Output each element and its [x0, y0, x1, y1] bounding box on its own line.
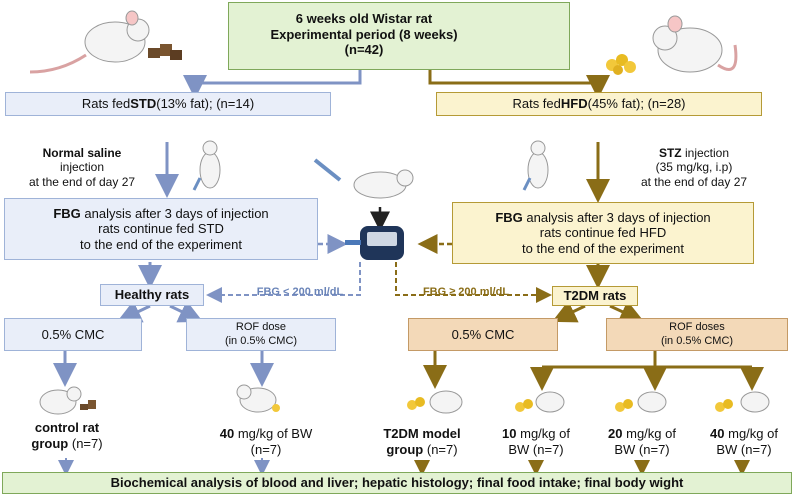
rat-std-icon: [29, 10, 182, 74]
rat-dose10-icon: [515, 391, 565, 413]
bottom-analysis-box: Biochemical analysis of blood and liver;…: [2, 472, 792, 494]
dose40-right-label: 40 mg/kg of BW (n=7): [710, 426, 778, 457]
rat-t2dm-model-icon: [407, 390, 463, 414]
rat-injection-left-icon: [192, 140, 221, 191]
rof-right-box: ROF doses(in 0.5% CMC): [606, 318, 788, 351]
top-line3: (n=42): [344, 42, 384, 58]
syringe-rat-icon: [313, 158, 414, 199]
fbg-high-label: FBG ≥ 200 ml/dL: [422, 286, 510, 298]
rat-dose20-icon: [615, 391, 667, 413]
dose20-label: 20 mg/kg of BW (n=7): [608, 426, 676, 457]
rat-control-icon: [39, 386, 96, 415]
stz-text: STZ injection (35 mg/kg, i.p) at the end…: [640, 146, 748, 189]
rat-injection-right-icon: [522, 140, 549, 191]
top-line2: Experimental period (8 weeks): [270, 26, 458, 42]
arrow-top-to-std: [183, 68, 362, 99]
rof-left-box: ROF dose(in 0.5% CMC): [186, 318, 336, 351]
saline-text: Normal saline injection at the end of da…: [28, 146, 136, 189]
arrow-meter-to-healthy: [206, 262, 361, 303]
fbg-low-label: FBG < 200 ml/dL: [256, 286, 344, 298]
healthy-rats-box: Healthy rats: [100, 284, 204, 306]
dose10-label: 10 mg/kg of BW (n=7): [502, 426, 570, 457]
arrow-meter-to-t2dm: [395, 262, 552, 303]
fbg-left-box: FBG analysis after 3 days of injection r…: [4, 198, 318, 260]
t2dm-rats-box: T2DM rats: [552, 286, 638, 306]
arrow-top-to-hfd: [428, 68, 610, 99]
top-line1: 6 weeks old Wistar rat: [295, 11, 433, 26]
t2dm-model-label: T2DM model group (n=7): [383, 426, 461, 457]
hfd-group-box: Rats fed HFD (45% fat); (n=28): [436, 92, 762, 116]
fbg-right-box: FBG analysis after 3 days of injection r…: [452, 202, 754, 264]
dose40-left-label: 40 mg/kg of BW (n=7): [219, 426, 313, 457]
rat-dose40-right-icon: [715, 391, 770, 413]
control-group-label: control rat group (n=7): [31, 420, 103, 451]
std-group-box: Rats fed STD (13% fat); (n=14): [5, 92, 331, 116]
cmc-right-box: 0.5% CMC: [408, 318, 558, 351]
rat-hfd-icon: [606, 15, 738, 75]
glucometer-icon: [345, 226, 404, 260]
top-box: 6 weeks old Wistar rat Experimental peri…: [228, 2, 570, 70]
rat-dose40-left-icon: [236, 384, 280, 413]
cmc-left-box: 0.5% CMC: [4, 318, 142, 351]
